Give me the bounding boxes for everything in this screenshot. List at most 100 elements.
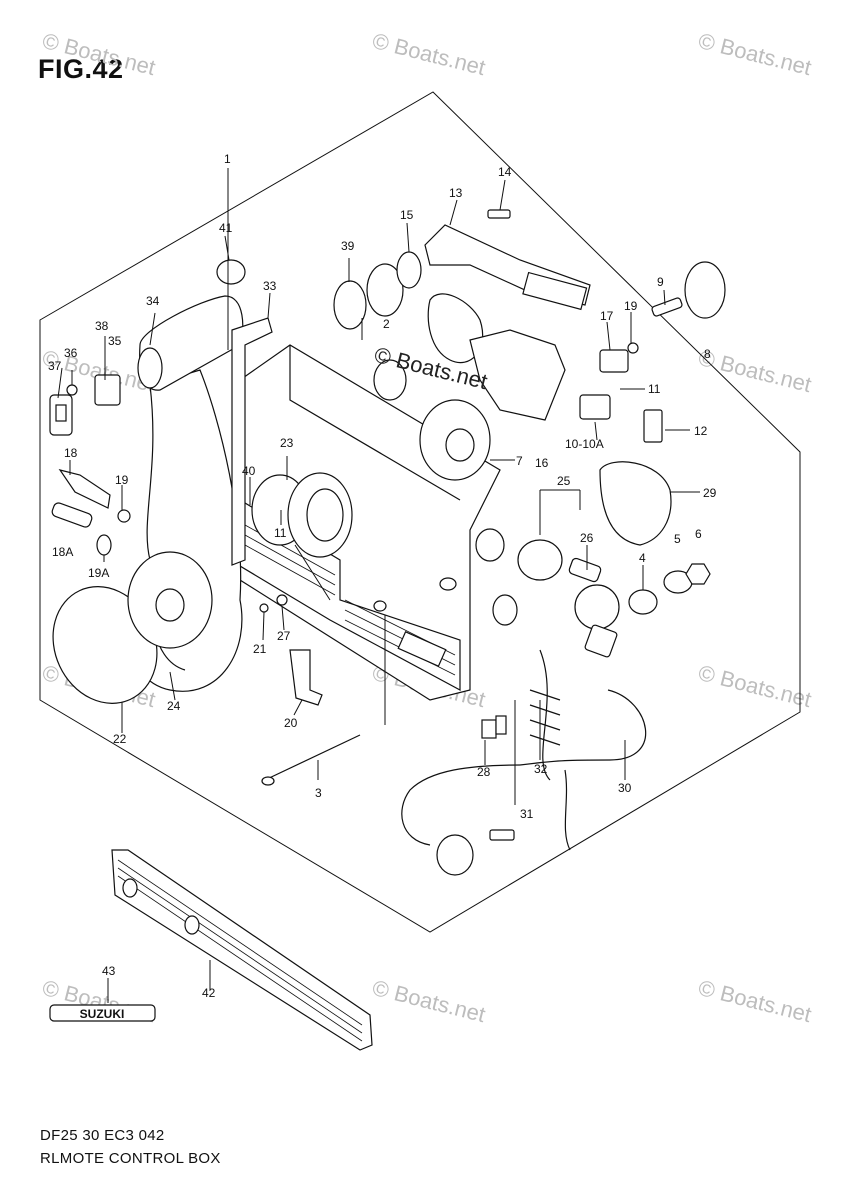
label-29: 29 bbox=[703, 486, 717, 500]
label-3: 3 bbox=[315, 786, 322, 800]
part-28b bbox=[495, 715, 507, 735]
part-35 bbox=[94, 374, 121, 406]
label-13: 13 bbox=[449, 186, 463, 200]
label-28: 28 bbox=[477, 765, 491, 779]
cord-31 bbox=[401, 764, 521, 846]
key-ring bbox=[574, 584, 620, 630]
part-15 bbox=[396, 251, 422, 289]
hub-disk bbox=[127, 551, 213, 649]
decor-plate-42 bbox=[111, 849, 373, 1051]
bolt-14 bbox=[487, 209, 511, 219]
screw-3 bbox=[264, 734, 361, 781]
part-2 bbox=[366, 263, 404, 317]
key-26b bbox=[584, 624, 618, 658]
part-18 bbox=[58, 469, 111, 509]
part-19a bbox=[96, 534, 112, 556]
label-41: 41 bbox=[219, 221, 233, 235]
label-25: 25 bbox=[557, 474, 571, 488]
part-19-right bbox=[627, 342, 639, 354]
label-24: 24 bbox=[167, 699, 181, 713]
diagram-code: DF25 30 EC3 042 bbox=[40, 1127, 165, 1144]
label-6: 6 bbox=[695, 527, 702, 541]
label-23: 23 bbox=[280, 436, 294, 450]
part-ring bbox=[373, 359, 407, 401]
label-26: 26 bbox=[580, 531, 594, 545]
label-19-left: 19 bbox=[115, 473, 129, 487]
leader-lines bbox=[57, 168, 700, 1003]
figure-title: FIG.42 bbox=[38, 54, 124, 84]
suzuki-badge-43: SUZUKI bbox=[49, 1004, 156, 1022]
label-35: 35 bbox=[108, 334, 122, 348]
label-16: 16 bbox=[535, 456, 549, 470]
connector bbox=[489, 829, 515, 841]
label-20: 20 bbox=[284, 716, 298, 730]
label-34: 34 bbox=[146, 294, 160, 308]
label-7: 7 bbox=[516, 454, 523, 468]
part-28 bbox=[481, 719, 497, 739]
key-switch-ring bbox=[475, 528, 505, 562]
key-switch-25 bbox=[517, 539, 563, 581]
part-labels: 1 41 33 34 38 35 36 37 18 19 18A 19A 39 … bbox=[48, 152, 717, 1000]
part-10 bbox=[579, 394, 611, 420]
part-19 bbox=[117, 509, 131, 523]
label-8: 8 bbox=[704, 347, 711, 361]
screw-21 bbox=[259, 603, 269, 613]
part-36 bbox=[66, 384, 78, 396]
part-17 bbox=[599, 349, 629, 373]
screw-3-head bbox=[261, 776, 275, 786]
gear-disc-inner bbox=[306, 488, 344, 542]
diagram-caption: RLMOTE CONTROL BOX bbox=[40, 1150, 221, 1167]
plug bbox=[436, 834, 474, 876]
label-1: 1 bbox=[224, 152, 231, 166]
part-12 bbox=[643, 409, 663, 443]
label-9: 9 bbox=[657, 275, 664, 289]
badge-label: SUZUKI bbox=[80, 1007, 125, 1021]
label-4: 4 bbox=[639, 551, 646, 565]
label-19-right: 19 bbox=[624, 299, 638, 313]
label-14: 14 bbox=[498, 165, 512, 179]
bolt-9 bbox=[651, 297, 683, 317]
washer-27 bbox=[276, 594, 288, 606]
link-plate bbox=[469, 329, 566, 421]
label-30: 30 bbox=[618, 781, 632, 795]
key-26 bbox=[568, 557, 602, 583]
label-42: 42 bbox=[202, 986, 216, 1000]
label-17: 17 bbox=[600, 309, 614, 323]
coil-32 bbox=[539, 649, 551, 781]
cord-30 bbox=[519, 689, 647, 766]
part-8 bbox=[684, 261, 726, 319]
label-11-left: 11 bbox=[274, 526, 287, 540]
label-18: 18 bbox=[64, 446, 78, 460]
label-19a: 19A bbox=[88, 566, 109, 580]
label-12: 12 bbox=[694, 424, 708, 438]
label-38: 38 bbox=[95, 319, 109, 333]
part-18a bbox=[51, 502, 93, 528]
coil-32-loops bbox=[529, 689, 561, 746]
knob-29 bbox=[599, 461, 672, 546]
label-18a: 18A bbox=[52, 545, 73, 559]
label-15: 15 bbox=[400, 208, 414, 222]
label-43: 43 bbox=[102, 964, 116, 978]
label-11-right: 11 bbox=[648, 382, 661, 396]
part-41 bbox=[216, 259, 246, 285]
bracket-20 bbox=[289, 649, 323, 706]
label-32: 32 bbox=[534, 762, 548, 776]
lanyard bbox=[564, 769, 571, 851]
part-39 bbox=[333, 280, 367, 330]
label-21: 21 bbox=[253, 642, 267, 656]
label-39: 39 bbox=[341, 239, 355, 253]
part-4 bbox=[628, 589, 658, 615]
label-37: 37 bbox=[48, 359, 62, 373]
label-5: 5 bbox=[674, 532, 681, 546]
label-2: 2 bbox=[383, 317, 390, 331]
label-40: 40 bbox=[242, 464, 256, 478]
nut-6 bbox=[685, 563, 711, 585]
label-22: 22 bbox=[113, 732, 127, 746]
label-36: 36 bbox=[64, 346, 78, 360]
label-10-10a: 10-10A bbox=[565, 437, 604, 451]
plate-13-tab bbox=[522, 271, 588, 311]
label-27: 27 bbox=[277, 629, 291, 643]
part-37-slot bbox=[55, 404, 67, 422]
